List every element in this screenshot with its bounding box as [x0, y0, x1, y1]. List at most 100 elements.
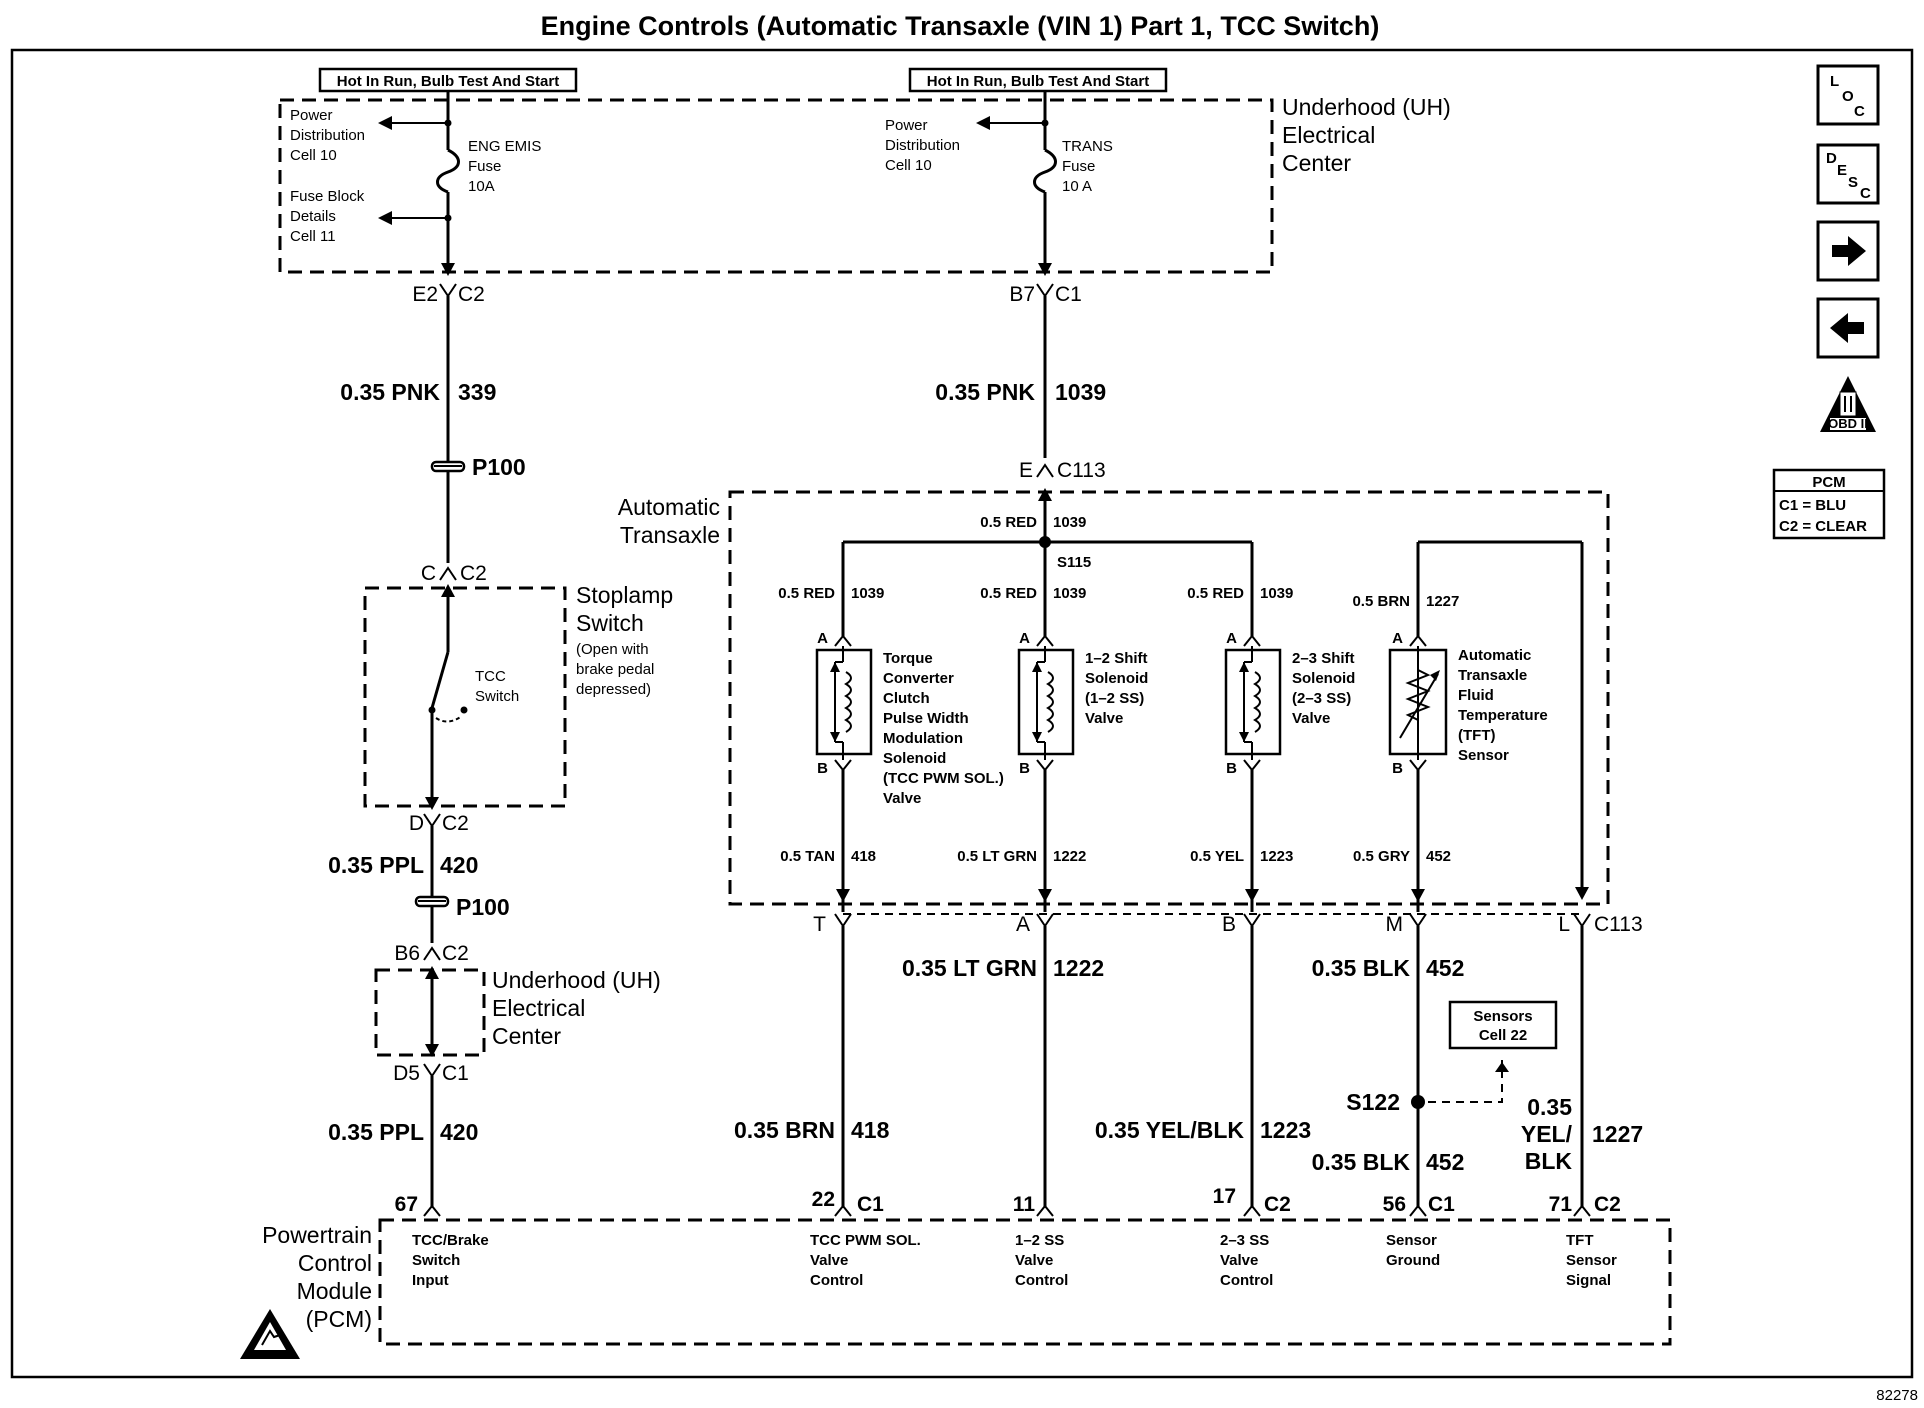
pcm-module: Powertrain Control Module (PCM) 67 TCC/B… — [240, 1185, 1672, 1359]
tcc-label-3: Pulse Width — [883, 710, 969, 727]
uh-center-label-1: Underhood (UH) — [1282, 94, 1451, 120]
transaxle-label-2: Transaxle — [620, 522, 720, 548]
wire-452a-circuit: 452 — [1426, 955, 1464, 981]
ss12-label-2: (1–2 SS) — [1085, 690, 1144, 707]
arrow-b7-head — [1038, 263, 1052, 276]
ss23-label-3: Valve — [1292, 710, 1330, 727]
fuse-left-2: Fuse — [468, 158, 501, 175]
pcm-pin-22-desc-2: Control — [810, 1272, 863, 1289]
next-page-button[interactable] — [1816, 220, 1880, 282]
ss23-pin-b: B — [1226, 760, 1237, 777]
legend-title: PCM — [1812, 474, 1845, 491]
stoplamp-label-1: Stoplamp — [576, 582, 673, 608]
ss23-label-1: Solenoid — [1292, 670, 1355, 687]
pcm-label-2: Module — [297, 1278, 372, 1304]
yel-size: 0.5 YEL — [1190, 848, 1244, 865]
pcm-pin-11-desc-2: Control — [1015, 1272, 1068, 1289]
transaxle-boundary — [728, 490, 1610, 906]
arrow-power-dist-left-head — [378, 116, 392, 130]
tft-label-4: (TFT) — [1458, 727, 1495, 744]
splice-s122-dot — [1411, 1095, 1425, 1109]
ss12-label-3: Valve — [1085, 710, 1123, 727]
wire-420b-size: 0.35 PPL — [328, 1119, 424, 1145]
ss12-label-1: Solenoid — [1085, 670, 1148, 687]
pcm-pin-56-desc-0: Sensor — [1386, 1232, 1437, 1249]
pcm-pin-22-conn: C1 — [857, 1193, 884, 1216]
previous-page-button[interactable] — [1816, 297, 1880, 359]
tft-thermistor-icon — [1405, 669, 1431, 721]
pcm-connector-legend: PCM C1 = BLU C2 = CLEAR — [1772, 468, 1886, 540]
transaxle-label-1: Automatic — [618, 494, 720, 520]
description-button[interactable]: D E S C — [1816, 143, 1880, 205]
fuse-eng-emis-symbol — [436, 148, 460, 194]
splice-s115: S115 — [1057, 554, 1091, 571]
pcm-pin-17-desc-0: 2–3 SS — [1220, 1232, 1269, 1249]
stoplamp-switch-boundary — [363, 586, 567, 808]
trans-feed-circuit: B7 C1 0.35 PNK 1039 E C113 — [935, 283, 1106, 482]
conn-d: D — [409, 812, 424, 835]
c113-connector-row: T A B M L C113 — [813, 913, 1643, 936]
tft-pin-a: A — [1392, 630, 1403, 647]
esd-warning-icon — [240, 1309, 300, 1359]
obd-ii-button[interactable]: OBD II — [1820, 376, 1876, 432]
arrow-left-icon — [1830, 313, 1864, 343]
tcc-label-5: Solenoid — [883, 750, 946, 767]
ss12-pin-a: A — [1019, 630, 1030, 647]
pcm-pin-17-desc-1: Valve — [1220, 1252, 1258, 1269]
conn-d5: D5 — [393, 1062, 420, 1085]
power-dist-left-1: Power — [290, 107, 333, 124]
conn-b7: B7 — [1009, 283, 1035, 306]
fuse-trans-symbol — [1033, 148, 1057, 194]
legend-c2: C2 = CLEAR — [1779, 518, 1867, 535]
wire-418-circuit: 418 — [851, 1117, 890, 1143]
loc-letter-o: O — [1842, 88, 1854, 105]
brn-size: 0.5 BRN — [1352, 593, 1410, 610]
pcm-pin-67-desc-1: Switch — [412, 1252, 460, 1269]
tcc-label-6: (TCC PWM SOL.) — [883, 770, 1004, 787]
desc-letter-s: S — [1848, 174, 1858, 191]
underhood-fuse-center: Hot In Run, Bulb Test And Start Hot In R… — [278, 67, 1451, 276]
location-button[interactable]: L O C — [1816, 64, 1880, 126]
conn-c1-b: C1 — [442, 1062, 469, 1085]
red2-size: 0.5 RED — [980, 585, 1037, 602]
desc-letter-c: C — [1860, 185, 1871, 202]
tcc-coil-icon — [844, 671, 852, 733]
desc-letter-d: D — [1826, 150, 1837, 167]
ss12-label-0: 1–2 Shift — [1085, 650, 1148, 667]
conn-c113-b: C113 — [1594, 913, 1643, 936]
uh-lower-label-2: Electrical — [492, 995, 585, 1021]
tft-pin-b: B — [1392, 760, 1403, 777]
brn-circuit: 1227 — [1426, 593, 1459, 610]
pcm-pin-11-desc-1: Valve — [1015, 1252, 1053, 1269]
loc-letter-c: C — [1854, 103, 1865, 120]
pcm-pin-71-num: 71 — [1549, 1193, 1573, 1216]
legend-c1: C1 = BLU — [1779, 497, 1846, 514]
pcm-pin-71-conn: C2 — [1594, 1193, 1621, 1216]
uh-center-label-2: Electrical — [1282, 122, 1375, 148]
hot-label-right-box — [908, 67, 1168, 93]
red3-circuit: 1039 — [1260, 585, 1293, 602]
arrow-right-icon — [1832, 236, 1866, 266]
uh-center-label-3: Center — [1282, 150, 1351, 176]
pcm-boundary — [378, 1218, 1672, 1346]
uh-center-boundary — [278, 98, 1274, 274]
wire-1227-line2: YEL/ — [1521, 1121, 1573, 1147]
ss23-label-2: (2–3 SS) — [1292, 690, 1351, 707]
conn-c: C — [421, 562, 436, 585]
pcm-pin-67-num: 67 — [395, 1193, 418, 1216]
tcc-pwm-solenoid: A B Torque Converter Clutch Pulse Width … — [815, 630, 1004, 807]
arrow-fuse-block-head — [378, 211, 392, 225]
tcc-solenoid-box — [815, 648, 873, 756]
wire-420a-circuit: 420 — [440, 852, 478, 878]
automatic-transaxle: Automatic Transaxle 0.5 RED 1039 S115 0.… — [618, 488, 1610, 912]
wire-1222-circuit: 1222 — [1053, 955, 1104, 981]
pcm-pin-56-conn: C1 — [1428, 1193, 1455, 1216]
tcc-label-0: Torque — [883, 650, 933, 667]
stoplamp-note-3: depressed) — [576, 681, 651, 698]
tcc-label-2: Clutch — [883, 690, 930, 707]
power-dist-right-2: Distribution — [885, 137, 960, 154]
diagram-frame — [10, 48, 1914, 1379]
pcm-pin-11-num: 11 — [1013, 1193, 1036, 1216]
wire-452a-size: 0.35 BLK — [1312, 955, 1411, 981]
obd-label: OBD II — [1828, 416, 1868, 431]
